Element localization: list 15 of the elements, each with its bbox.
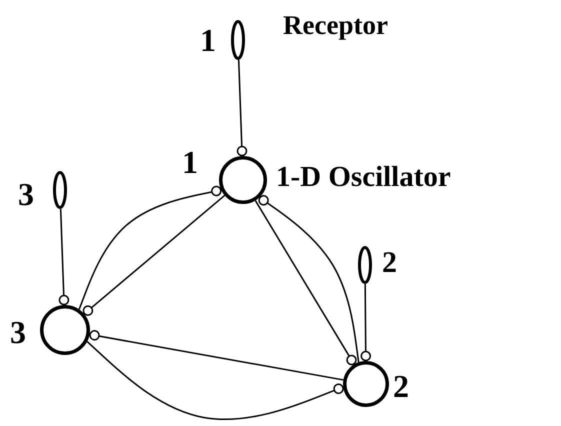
connector-line bbox=[58, 208, 70, 306]
node-number: 1 bbox=[182, 146, 198, 178]
connector-line bbox=[86, 341, 344, 420]
node-number: 2 bbox=[393, 370, 409, 402]
connector-line bbox=[360, 284, 372, 362]
connector-line bbox=[78, 186, 222, 310]
connector-line bbox=[89, 330, 344, 381]
connector-line bbox=[236, 60, 248, 156]
node-number: 2 bbox=[382, 248, 397, 278]
node-number: 3 bbox=[10, 316, 26, 348]
node-label: 1-D Oscillator bbox=[276, 163, 451, 192]
connector-line bbox=[82, 194, 226, 316]
node-number: 3 bbox=[18, 178, 34, 210]
node-number: 1 bbox=[200, 24, 216, 56]
node-label: Receptor bbox=[283, 12, 388, 39]
